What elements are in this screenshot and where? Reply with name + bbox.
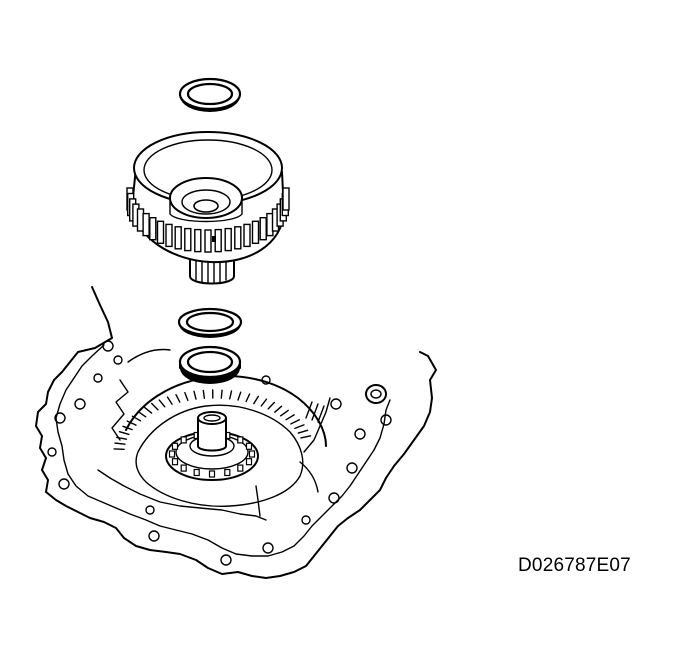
spline-tooth — [171, 458, 179, 466]
case-ring-gear — [113, 375, 327, 507]
sun-gear-shaft — [165, 411, 259, 481]
gear-tooth — [282, 187, 290, 211]
gear-tooth — [243, 223, 251, 248]
planetary-ring-gear — [126, 131, 290, 285]
gear-tooth — [194, 228, 202, 253]
gear-tooth — [156, 220, 165, 245]
gear-tooth — [149, 216, 157, 241]
figure-code-label: D026787E07 — [518, 555, 631, 576]
spline-tooth — [224, 468, 231, 477]
spline-tooth — [248, 450, 256, 458]
gear-tooth — [184, 227, 192, 252]
spline-tooth — [180, 436, 187, 444]
gear-tooth — [224, 227, 232, 252]
spline-tooth — [168, 450, 176, 458]
thrust-washer-middle — [177, 307, 243, 338]
thrust-washer-upper — [178, 77, 242, 112]
gear-tooth — [259, 216, 267, 241]
gear-tooth — [174, 226, 182, 250]
spline-tooth — [193, 468, 200, 477]
gear-tooth — [204, 229, 212, 253]
spline-tooth — [171, 442, 179, 450]
gear-tooth — [251, 220, 260, 245]
transaxle-case — [35, 286, 437, 579]
spline-tooth — [237, 436, 244, 444]
gear-tooth — [142, 212, 150, 237]
gear-tooth — [234, 226, 242, 250]
spline-tooth — [180, 464, 187, 472]
thrust-bearing-lower — [178, 345, 242, 384]
gear-tooth — [165, 223, 173, 248]
spline-tooth — [245, 442, 253, 450]
spline-tooth — [208, 470, 216, 478]
spline-tooth — [245, 458, 253, 466]
gear-tooth — [214, 228, 222, 253]
spline-tooth — [237, 464, 244, 472]
